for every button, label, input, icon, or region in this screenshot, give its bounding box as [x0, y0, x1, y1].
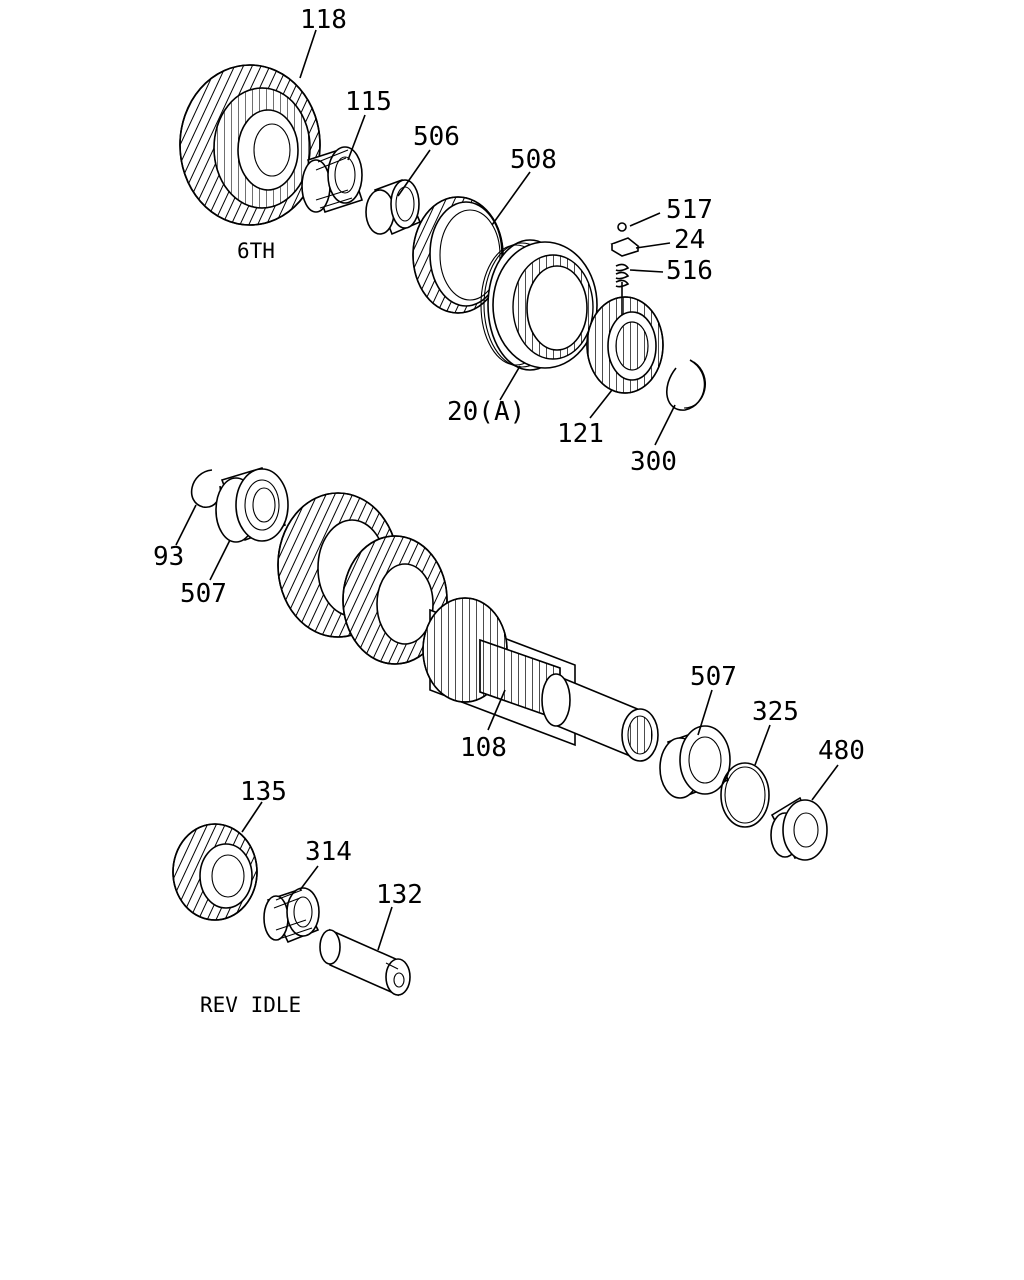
- label-108: 108: [460, 733, 507, 763]
- part-108-main-shaft: [277, 492, 659, 762]
- label-132: 132: [376, 880, 423, 910]
- label-507-right: 507: [690, 662, 737, 692]
- label-507-left: 507: [180, 579, 227, 609]
- part-24-key: [610, 237, 640, 257]
- part-325-ring: [720, 762, 770, 828]
- leader-lines: [175, 29, 839, 951]
- part-516-spring: [615, 263, 630, 288]
- part-314-needle-bearing: [263, 887, 320, 944]
- label-517: 517: [666, 195, 713, 225]
- part-20a-sleeve: [480, 239, 598, 371]
- part-121-hub: [586, 296, 664, 394]
- label-135: 135: [240, 777, 287, 807]
- label-516: 516: [666, 256, 713, 286]
- part-300-snap-ring: [666, 359, 706, 411]
- part-labels: 118 115 506 508 517 24 516 20(A) 121 300…: [153, 5, 865, 910]
- part-115-needle-bearing: [301, 146, 364, 214]
- part-506-bushing: [365, 178, 422, 236]
- label-115: 115: [345, 87, 392, 117]
- part-507-bearing-left: [215, 467, 289, 543]
- label-480: 480: [818, 736, 865, 766]
- label-20a: 20(A): [447, 397, 525, 427]
- part-135-reverse-idle-gear: [172, 823, 258, 921]
- label-121: 121: [557, 419, 604, 449]
- label-325: 325: [752, 697, 799, 727]
- label-24: 24: [674, 225, 705, 255]
- label-508: 508: [510, 145, 557, 175]
- label-300: 300: [630, 447, 677, 477]
- label-506: 506: [413, 122, 460, 152]
- label-118: 118: [300, 5, 347, 35]
- part-517-ball: [617, 222, 627, 232]
- caption-rev-idle: REV IDLE: [200, 993, 301, 1017]
- part-132-shaft: [319, 928, 411, 997]
- label-314: 314: [305, 837, 352, 867]
- caption-sixth-gear: 6TH: [237, 239, 275, 263]
- part-118-sixth-gear: [179, 64, 321, 226]
- label-93: 93: [153, 542, 184, 572]
- part-480-plug: [770, 796, 828, 861]
- part-507-bearing-right: [659, 725, 731, 799]
